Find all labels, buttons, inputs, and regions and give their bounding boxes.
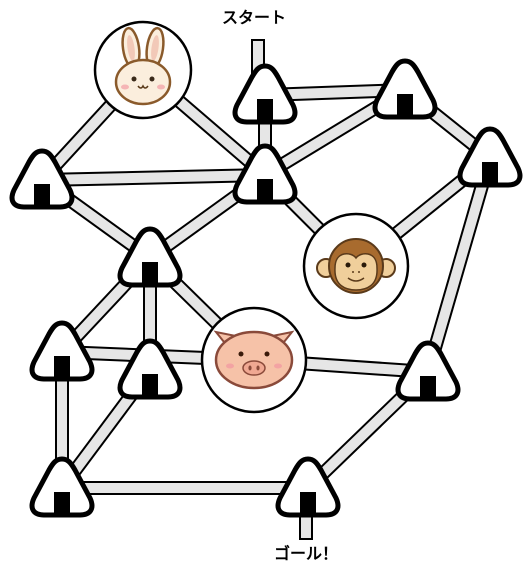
onigiri-icon	[117, 226, 183, 288]
onigiri-icon	[29, 456, 95, 518]
pig-icon	[200, 306, 308, 414]
onigiri-icon	[232, 143, 298, 205]
maze-paths	[36, 64, 497, 495]
maze-path-C-I	[421, 156, 497, 374]
rabbit-icon	[93, 20, 193, 120]
start-label: スタート	[222, 8, 287, 27]
onigiri-icon	[29, 320, 95, 382]
onigiri-icon	[232, 63, 298, 125]
goal-label: ゴール！	[274, 544, 339, 563]
maze-path-D-E	[41, 168, 266, 187]
onigiri-icon	[117, 338, 183, 400]
onigiri-icon	[457, 126, 523, 188]
animal-tokens	[93, 20, 410, 414]
onigiri-icon	[372, 58, 438, 120]
monkey-icon	[302, 212, 410, 320]
onigiri-nodes	[9, 58, 523, 518]
onigiri-icon	[275, 456, 341, 518]
onigiri-icon	[395, 340, 461, 402]
onigiri-icon	[9, 148, 75, 210]
